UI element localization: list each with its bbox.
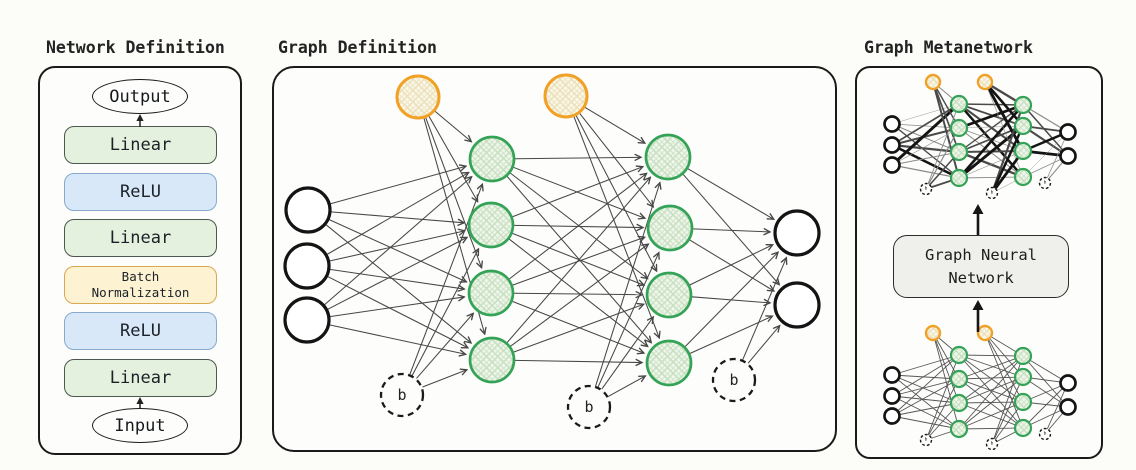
graph-neural-network-box: Graph Neural Network [893,235,1069,298]
layer-box-relu-1: ReLU [64,173,217,211]
layer-box-relu-4: ReLU [64,312,217,350]
graph-definition-title: Graph Definition [278,38,437,57]
layer-box-linear-5: Linear [64,359,217,397]
input-ellipse: Input [92,408,188,443]
graph-definition-panel [272,66,837,452]
output-ellipse: Output [92,79,188,114]
network-definition-title: Network Definition [46,38,225,57]
layer-box-linear-2: Linear [64,219,217,257]
layer-box-batchnorm-3: Batch Normalization [64,266,217,304]
graph-metanetwork-title: Graph Metanetwork [864,38,1033,57]
layer-box-linear-0: Linear [64,126,217,164]
